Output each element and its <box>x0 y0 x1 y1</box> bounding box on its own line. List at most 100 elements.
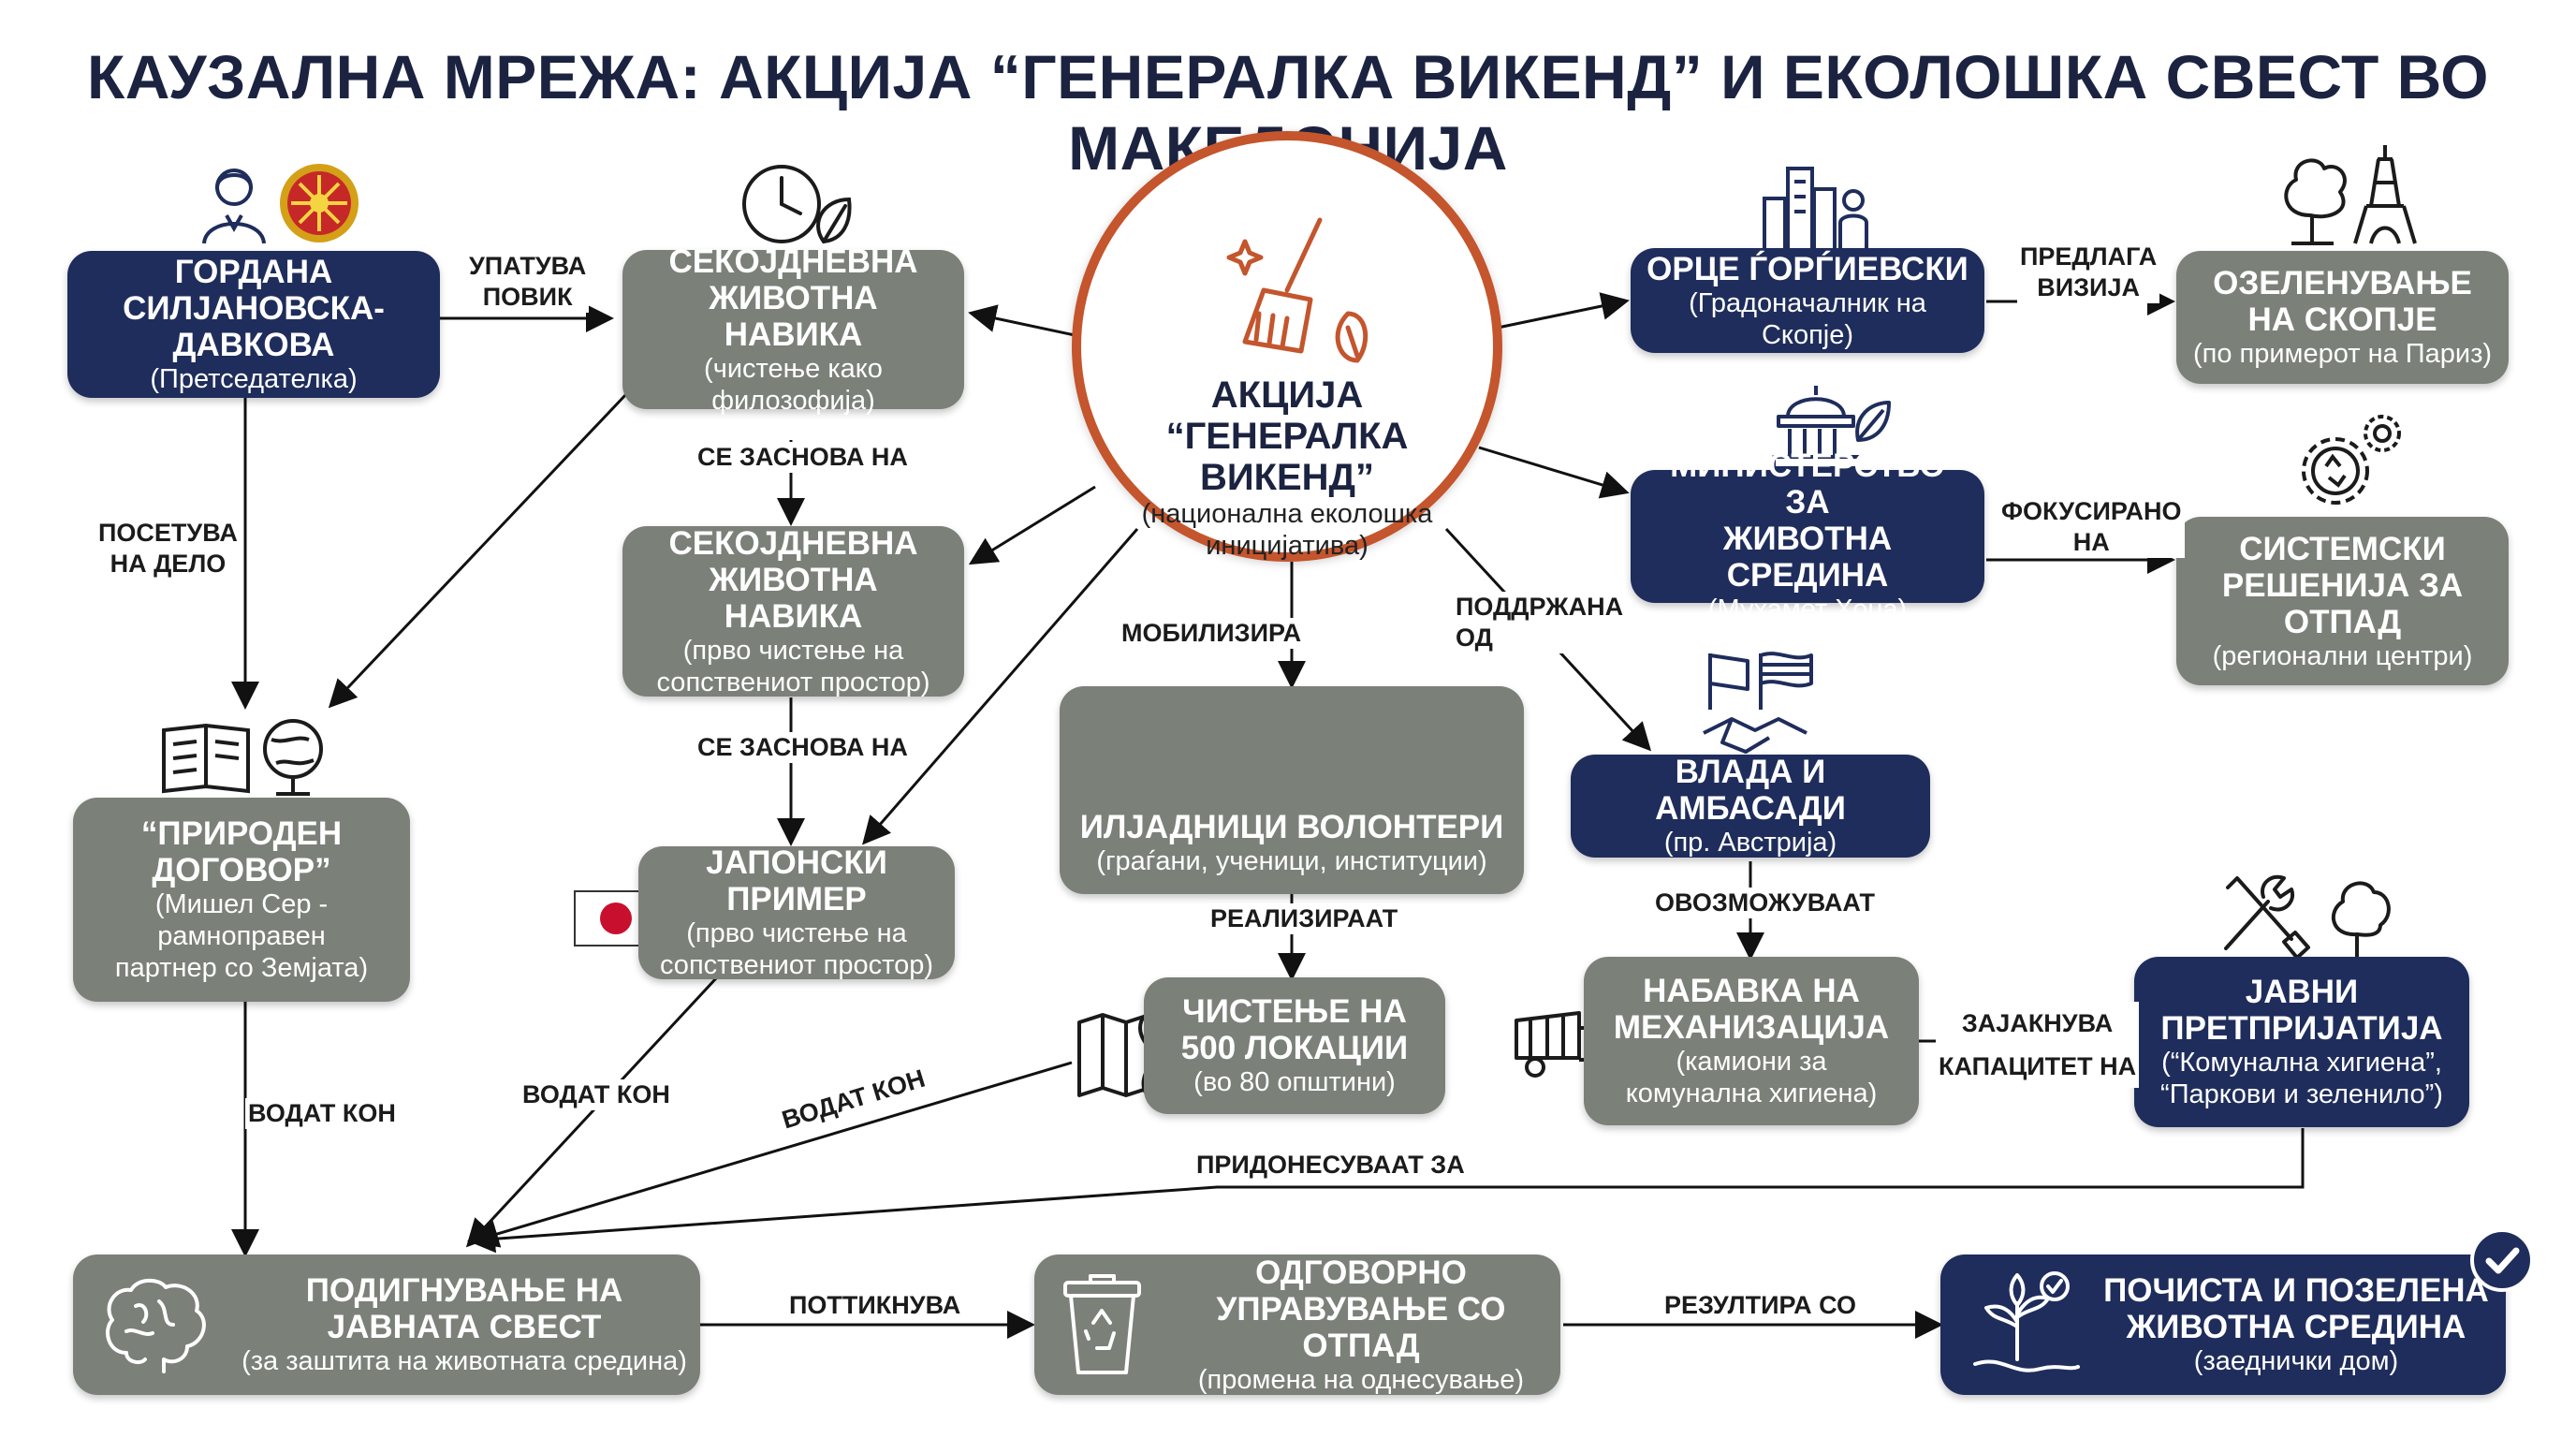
label-strengthens-line2: КАПАЦИТЕТ НА <box>1939 1052 2137 1080</box>
node-ministry: МИНИСТЕРСТВО ЗА ЖИВОТНА СРЕДИНА (Мухамет… <box>1631 448 1984 624</box>
center-subtitle-line2: иницијатива) <box>1206 531 1368 561</box>
node-clean-env: ПОЧИСТА И ПОЗЕЛЕНА ЖИВОТНА СРЕДИНА (заед… <box>1940 1255 2506 1395</box>
label-lead-to-left: ВОДАТ КОН <box>245 1098 399 1129</box>
center-campaign-text: АКЦИЈА “ГЕНЕРАЛКА ВИКЕНД” (национална ек… <box>1095 374 1479 562</box>
recycle-bin-icon <box>1063 1274 1141 1374</box>
contract-subtitle2: рамноправен <box>157 921 326 951</box>
label-calls: УПАТУВА ПОВИК <box>466 251 590 313</box>
center-subtitle-line1: (национална еколошка <box>1141 499 1433 529</box>
government-building-leaf-icon <box>1772 386 1891 470</box>
awareness-title2: ЈАВНАТА СВЕСТ <box>327 1309 602 1345</box>
gordana-subtitle: (Претседателка) <box>150 364 358 394</box>
node-orce: ОРЦЕ ЃОРЃИЕВСКИ (Градоначалник на Скопје… <box>1631 248 1984 353</box>
contract-title1: “ПРИРОДЕН <box>140 815 343 852</box>
edge-locations-awareness <box>470 1061 1073 1248</box>
label-lead-to-mid: ВОДАТ КОН <box>520 1079 673 1110</box>
label-supported-line2: ОД <box>1456 624 1493 652</box>
label-enable: ОВОЗМОЖУВААТ <box>1652 888 1879 918</box>
edge-center-ministry <box>1478 446 1630 499</box>
japan-subtitle1: (прво чистење на <box>686 918 907 948</box>
public-title1: ЈАВНИ <box>2245 974 2359 1010</box>
tools-tree-icon <box>2224 874 2391 961</box>
public-title2: ПРЕТПРИЈАТИЈА <box>2160 1010 2443 1047</box>
book-globe-icon <box>162 719 323 796</box>
locations-subtitle: (во 80 општини) <box>1193 1067 1396 1097</box>
habit2-title1: СЕКОЈДНЕВНА <box>668 524 918 562</box>
node-gordana: ГОРДАНА СИЛЈАНОВСКА-ДАВКОВА (Претседател… <box>67 251 440 398</box>
habit2-subtitle1: (прво чистење на <box>682 635 904 666</box>
gordana-title2: СИЛЈАНОВСКА-ДАВКОВА <box>123 290 385 363</box>
orce-title: ОРЦЕ ЃОРЃИЕВСКИ <box>1647 250 1969 287</box>
node-japan: ЈАПОНСКИ ПРИМЕР (прво чистење на сопстве… <box>638 844 955 980</box>
label-visits: ПОСЕТУВА НА ДЕЛО <box>95 518 241 580</box>
waste-title1: ОДГОВОРНО <box>1255 1254 1467 1291</box>
city-person-icon <box>1763 167 1868 255</box>
clock-leaf-icon <box>742 165 852 244</box>
node-public-enterprises: ЈАВНИ ПРЕТПРИЈАТИЈА (“Комунална хигиена”… <box>2134 957 2469 1127</box>
node-mechanization: НАБАВКА НА МЕХАНИЗАЦИЈА (камиони за кому… <box>1584 957 1919 1125</box>
label-strengthens-line1: ЗАЈАКНУВА <box>1961 1009 2114 1037</box>
label-focused-line1: ФОКУСИРАНО <box>2001 497 2182 525</box>
label-calls-line1: УПАТУВА <box>469 252 587 280</box>
awareness-title1: ПОДИГНУВАЊЕ НА <box>305 1272 623 1309</box>
ministry-title2: ЖИВОТНА СРЕДИНА <box>1722 521 1893 594</box>
check-badge-icon <box>2470 1228 2534 1292</box>
label-supported-line1: ПОДДРЖАНА <box>1456 593 1624 621</box>
broom-sparkles-icon <box>1226 217 1368 363</box>
woman-avatar-icon <box>202 169 266 244</box>
label-proposes-line1: ПРЕДЛАГА <box>2020 242 2158 271</box>
label-results: РЕЗУЛТИРА СО <box>1661 1290 1859 1321</box>
habit2-subtitle2: сопствениот простор) <box>656 667 930 697</box>
label-calls-line2: ПОВИК <box>482 283 573 311</box>
label-focused-line2: НА <box>2072 528 2110 556</box>
habit1-subtitle2: филозофија) <box>711 385 875 416</box>
cleanenv-subtitle: (заеднички дом) <box>2193 1346 2399 1376</box>
edge-center-habit2 <box>968 485 1096 565</box>
greening-title1: ОЗЕЛЕНУВАЊЕ <box>2213 265 2472 301</box>
public-subtitle2: “Паркови и зеленило”) <box>2160 1079 2443 1109</box>
label-based-on-2: СЕ ЗАСНОВА НА <box>695 732 911 763</box>
center-title-line1: АКЦИЈА <box>1210 374 1364 416</box>
label-strengthens: ЗАЈАКНУВА КАПАЦИТЕТ НА <box>1936 1002 2140 1088</box>
brain-icon <box>106 1278 206 1373</box>
orce-subtitle: (Градоначалник на Скопје) <box>1689 287 1926 350</box>
edge-center-orce <box>1497 292 1630 330</box>
sapling-river-icon <box>1973 1271 2080 1372</box>
edge-center-habit1 <box>968 304 1076 337</box>
coat-of-arms-icon <box>280 164 359 242</box>
japan-subtitle2: сопствениот простор) <box>659 950 934 980</box>
gears-recycle-icon <box>2302 415 2401 505</box>
habit2-title2: ЖИВОТНА НАВИКА <box>709 561 878 635</box>
volunteers-title: ИЛЈАДНИЦИ ВОЛОНТЕРИ <box>1079 809 1504 845</box>
node-locations: ЧИСТЕЊЕ НА 500 ЛОКАЦИИ (во 80 општини) <box>1144 977 1445 1114</box>
mechanization-title1: НАБАВКА НА <box>1643 973 1860 1009</box>
label-focused-on: ФОКУСИРАНО НА <box>1998 496 2185 558</box>
node-contract: “ПРИРОДЕН ДОГОВОР” (Мишел Сер - рамнопра… <box>73 798 410 1002</box>
mechanization-subtitle1: (камиони за <box>1676 1047 1827 1077</box>
locations-title1: ЧИСТЕЊЕ НА <box>1182 993 1407 1030</box>
label-proposes-line2: ВИЗИЈА <box>2037 273 2140 301</box>
edge-habit1-contract <box>328 391 629 709</box>
government-subtitle: (пр. Австрија) <box>1663 828 1837 858</box>
ministry-title1: МИНИСТЕРСТВО ЗА <box>1670 448 1945 521</box>
mechanization-subtitle2: комунална хигиена) <box>1625 1078 1878 1108</box>
systemic-title3: ОТПАД <box>2283 603 2402 640</box>
label-realize: РЕАЛИЗИРААТ <box>1208 903 1401 934</box>
node-volunteers: ИЛЈАДНИЦИ ВОЛОНТЕРИ (граѓани, ученици, и… <box>1060 686 1524 894</box>
label-visits-line2: НА ДЕЛО <box>110 550 227 578</box>
gordana-title1: ГОРДАНА <box>174 254 333 290</box>
node-awareness: ПОДИГНУВАЊЕ НА ЈАВНАТА СВЕСТ (за заштита… <box>73 1255 700 1395</box>
label-mobilizes: МОБИЛИЗИРА <box>1119 618 1305 649</box>
contract-subtitle3: партнер со Земјата) <box>114 953 369 983</box>
node-systemic: СИСТЕМСКИ РЕШЕНИЈА ЗА ОТПАД (регионални … <box>2176 517 2509 685</box>
node-habit1: СЕКОЈДНЕВНА ЖИВОТНА НАВИКА (чистење како… <box>622 243 964 416</box>
label-proposes: ПРЕДЛАГА ВИЗИЈА <box>2017 242 2160 303</box>
label-contribute: ПРИДОНЕСУВААТ ЗА <box>1193 1150 1468 1181</box>
japan-title: ЈАПОНСКИ ПРИМЕР <box>706 844 887 917</box>
label-encourages: ПОТТИКНУВА <box>786 1290 964 1321</box>
edge-center-japan <box>862 528 1139 845</box>
waste-title2: УПРАВУВАЊЕ СО ОТПАД <box>1216 1290 1506 1364</box>
label-supported-by: ПОДДРЖАНА ОД <box>1453 592 1627 653</box>
habit1-title2: ЖИВОТНА НАВИКА <box>709 279 878 353</box>
